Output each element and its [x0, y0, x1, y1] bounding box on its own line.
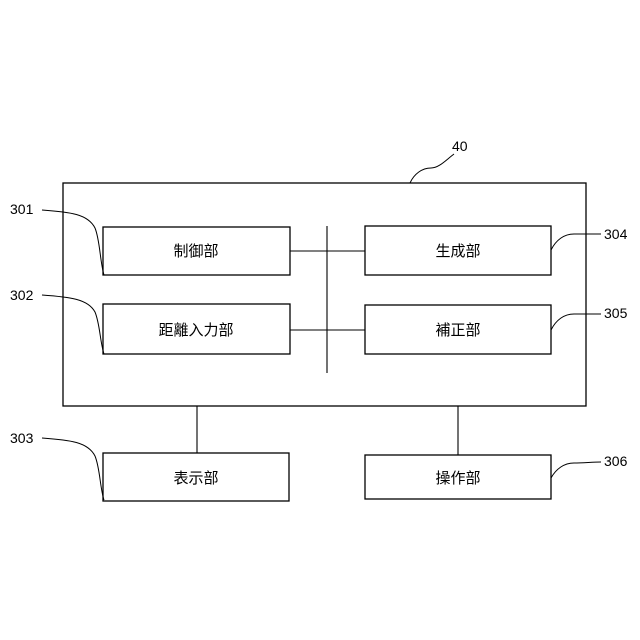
block-303-ref: 303 — [10, 430, 34, 446]
block-303-leader-line — [42, 438, 104, 500]
block-306-ref: 306 — [604, 453, 628, 469]
block-304-ref: 304 — [604, 226, 628, 242]
block-301-ref: 301 — [10, 201, 34, 217]
block-302-ref: 302 — [10, 287, 34, 303]
main-unit-leader-line — [410, 154, 454, 183]
block-306-leader-line — [551, 462, 601, 478]
block-305-ref: 305 — [604, 305, 628, 321]
block-303-label: 表示部 — [173, 469, 218, 487]
block-304-label: 生成部 — [435, 242, 480, 260]
block-306-label: 操作部 — [435, 469, 480, 487]
main-unit-frame — [63, 183, 586, 406]
block-302-label: 距離入力部 — [158, 321, 233, 339]
block-301-label: 制御部 — [173, 242, 218, 260]
main-unit-ref: 40 — [452, 138, 468, 154]
block-305-label: 補正部 — [435, 321, 480, 339]
